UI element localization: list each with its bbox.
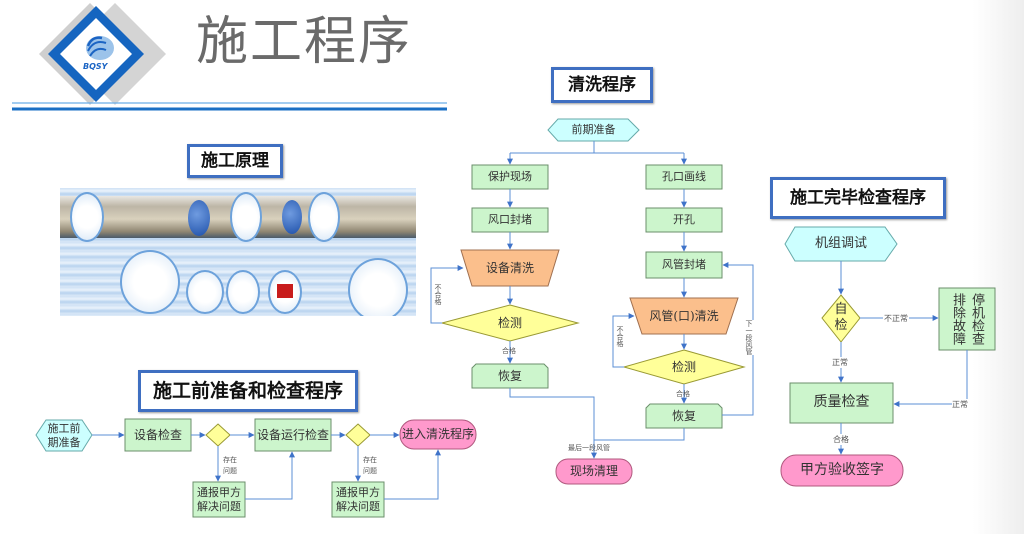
comp-selfcheck[interactable]: 自检 (834, 302, 848, 333)
prep-connectors (92, 432, 441, 500)
prep-start[interactable]: 施工前期准备 (47, 421, 81, 449)
clean-start[interactable]: 前期准备 (571, 123, 616, 137)
clean-start-shape (547, 118, 640, 142)
principle-title: 施工原理 (187, 144, 283, 178)
control-station-icon (120, 250, 180, 314)
prep-end[interactable]: 进入清洗程序 (401, 427, 474, 441)
robot-camera-icon (70, 192, 104, 242)
comp-quality[interactable]: 质量检查 (813, 394, 870, 411)
red-vacuum-icon (268, 270, 302, 314)
comp-normal-label-2: 正常 (952, 399, 968, 410)
prep-title: 施工前准备和检查程序 (138, 370, 358, 412)
clean-end-shape (555, 458, 633, 485)
prep-issue-label-1: 存在问题 (223, 456, 237, 475)
monitor-station-icon (186, 270, 224, 314)
clean-l-restore[interactable]: 恢复 (497, 368, 522, 383)
clean-r-restore-shape (645, 403, 723, 429)
comp-troubleshoot[interactable]: 排除故障 停机检查 (939, 288, 995, 350)
prep-step1[interactable]: 设备检查 (133, 427, 182, 442)
comp-start-shape (784, 226, 898, 262)
compressor-icon (226, 270, 260, 314)
cleaning-connectors (430, 141, 754, 459)
prep-issue-label-2: 存在问题 (363, 456, 377, 475)
clean-r-step2[interactable]: 开孔 (673, 213, 695, 227)
clean-r-step1[interactable]: 孔口画线 (662, 170, 706, 184)
logo-wave-icon (86, 36, 114, 60)
page-title: 施工程序 (196, 12, 413, 72)
clean-r-step3-shape (645, 251, 723, 279)
clean-l-step2[interactable]: 风口封堵 (488, 213, 532, 227)
clean-r-restore[interactable]: 恢复 (671, 408, 696, 423)
comp-abnormal-label: 不正常 (883, 313, 909, 324)
logo-text: BQSY (83, 62, 108, 71)
logo (39, 3, 166, 105)
cleaning-shapes (440, 118, 746, 485)
clean-r-wash-shape (629, 297, 739, 335)
comp-end[interactable]: 甲方验收签字 (800, 461, 884, 478)
clean-l-step1[interactable]: 保护现场 (488, 170, 532, 184)
clean-r-check[interactable]: 检测 (671, 359, 696, 374)
comp-quality-shape (789, 382, 894, 424)
prep-shapes (35, 418, 477, 518)
clean-last-label: 最后一段风管 (568, 444, 610, 452)
clean-l-pass-label: 合格 (502, 347, 516, 355)
clean-r-step1-shape (645, 164, 723, 190)
completion-shapes (780, 226, 996, 487)
robot-vehicle-icon (308, 192, 340, 242)
prep-start-shape (35, 419, 93, 452)
clean-l-wash[interactable]: 设备清洗 (485, 260, 534, 275)
principle-illustration (60, 188, 416, 316)
comp-troubleshoot-shape (938, 287, 996, 351)
clean-l-check[interactable]: 检测 (497, 315, 522, 330)
blue-ball-icon-2 (282, 200, 302, 234)
clean-l-step2-shape (471, 207, 549, 233)
clean-l-fail-label: 不合格 (434, 284, 442, 305)
prep-step2[interactable]: 设备运行检查 (256, 427, 329, 442)
prep-fix1[interactable]: 通报甲方解决问题 (197, 485, 241, 513)
cleaning-title: 清洗程序 (551, 67, 653, 103)
clean-l-wash-shape (460, 249, 560, 287)
comp-pass-label: 合格 (833, 434, 849, 445)
clean-r-fail-label: 不合格 (616, 326, 624, 347)
prep-decision2-shape (345, 423, 371, 447)
comp-normal-label: 正常 (832, 357, 848, 368)
prep-end-shape (399, 419, 477, 450)
comp-troubleshoot-col1: 排除故障 (950, 293, 965, 345)
clean-r-step3[interactable]: 风管封堵 (662, 258, 706, 272)
clean-r-pass-label: 合格 (676, 390, 690, 398)
comp-start[interactable]: 机组调试 (814, 235, 867, 251)
clean-r-step2-shape (645, 207, 723, 233)
clean-end[interactable]: 现场清理 (569, 464, 618, 478)
clean-r-wash[interactable]: 风管(口)清洗 (649, 308, 719, 323)
clean-r-loop-label: 下一段风管 (744, 320, 754, 355)
prep-fix2[interactable]: 通报甲方解决问题 (336, 485, 380, 513)
comp-end-shape (780, 454, 904, 487)
comp-troubleshoot-col2: 停机检查 (969, 293, 984, 345)
prep-step2-shape (254, 418, 332, 452)
prep-step1-shape (124, 418, 192, 452)
brush-head-icon (230, 192, 262, 242)
completion-title: 施工完毕检查程序 (770, 177, 946, 219)
control-station-icon-2 (348, 258, 408, 316)
clean-l-restore-shape (471, 363, 549, 389)
prep-decision1-shape (205, 423, 231, 447)
blue-ball-icon (188, 200, 210, 236)
